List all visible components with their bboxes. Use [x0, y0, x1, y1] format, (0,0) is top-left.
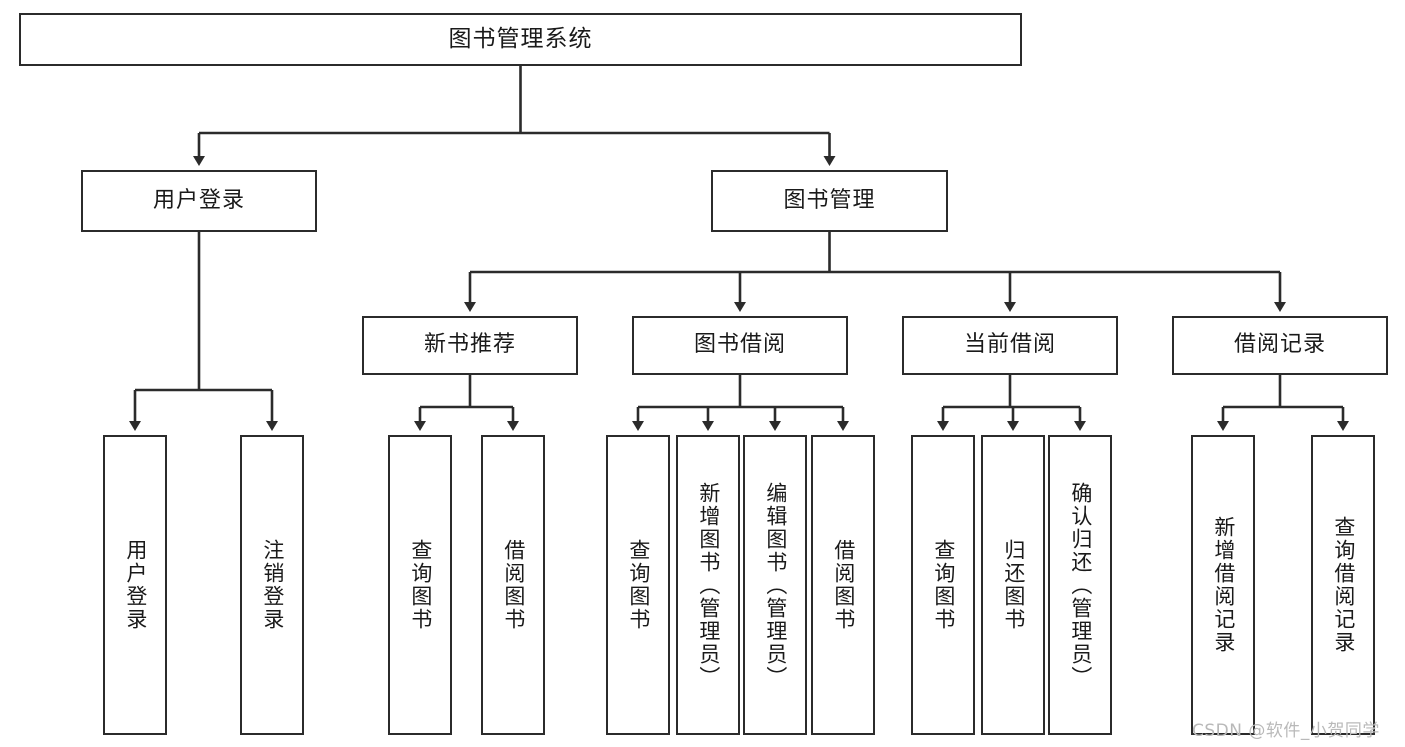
node-book-borrow[interactable]: 图书借阅 [632, 316, 848, 375]
node-label: 用户登录 [123, 539, 148, 631]
node-label: 查询图书 [408, 539, 433, 631]
node-label: 编辑图书（管理员） [763, 481, 788, 689]
node-label: 借阅图书 [501, 539, 526, 631]
node-leaf-add-borrow-record[interactable]: 新增借阅记录 [1191, 435, 1255, 735]
node-book-manage[interactable]: 图书管理 [711, 170, 948, 232]
node-leaf-query-borrow-record[interactable]: 查询借阅记录 [1311, 435, 1375, 735]
node-leaf-borrow-book-recommend[interactable]: 借阅图书 [481, 435, 545, 735]
node-label: 新增借阅记录 [1211, 516, 1236, 654]
node-leaf-user-login[interactable]: 用户登录 [103, 435, 167, 735]
node-current-borrow[interactable]: 当前借阅 [902, 316, 1118, 375]
csdn-watermark: CSDN @软件_小贺同学 [1192, 721, 1380, 741]
node-borrow-record[interactable]: 借阅记录 [1172, 316, 1388, 375]
node-label: 借阅图书 [831, 539, 856, 631]
node-user-login[interactable]: 用户登录 [81, 170, 317, 232]
node-label: 注销登录 [260, 539, 285, 631]
node-label: 查询图书 [626, 539, 651, 631]
node-leaf-query-book-recommend[interactable]: 查询图书 [388, 435, 452, 735]
node-label: 查询借阅记录 [1331, 516, 1356, 654]
node-label: 查询图书 [931, 539, 956, 631]
node-leaf-query-book[interactable]: 查询图书 [606, 435, 670, 735]
node-label: 确认归还（管理员） [1068, 481, 1093, 689]
node-leaf-return-book[interactable]: 归还图书 [981, 435, 1045, 735]
node-leaf-edit-book-admin[interactable]: 编辑图书（管理员） [743, 435, 807, 735]
node-leaf-confirm-return-admin[interactable]: 确认归还（管理员） [1048, 435, 1112, 735]
node-leaf-add-book-admin[interactable]: 新增图书（管理员） [676, 435, 740, 735]
node-leaf-query-book-current[interactable]: 查询图书 [911, 435, 975, 735]
node-label: 新增图书（管理员） [696, 481, 721, 689]
node-new-book-recommend[interactable]: 新书推荐 [362, 316, 578, 375]
node-label: 归还图书 [1001, 539, 1026, 631]
node-root[interactable]: 图书管理系统 [19, 13, 1022, 66]
node-leaf-borrow-book[interactable]: 借阅图书 [811, 435, 875, 735]
node-leaf-logout-login[interactable]: 注销登录 [240, 435, 304, 735]
